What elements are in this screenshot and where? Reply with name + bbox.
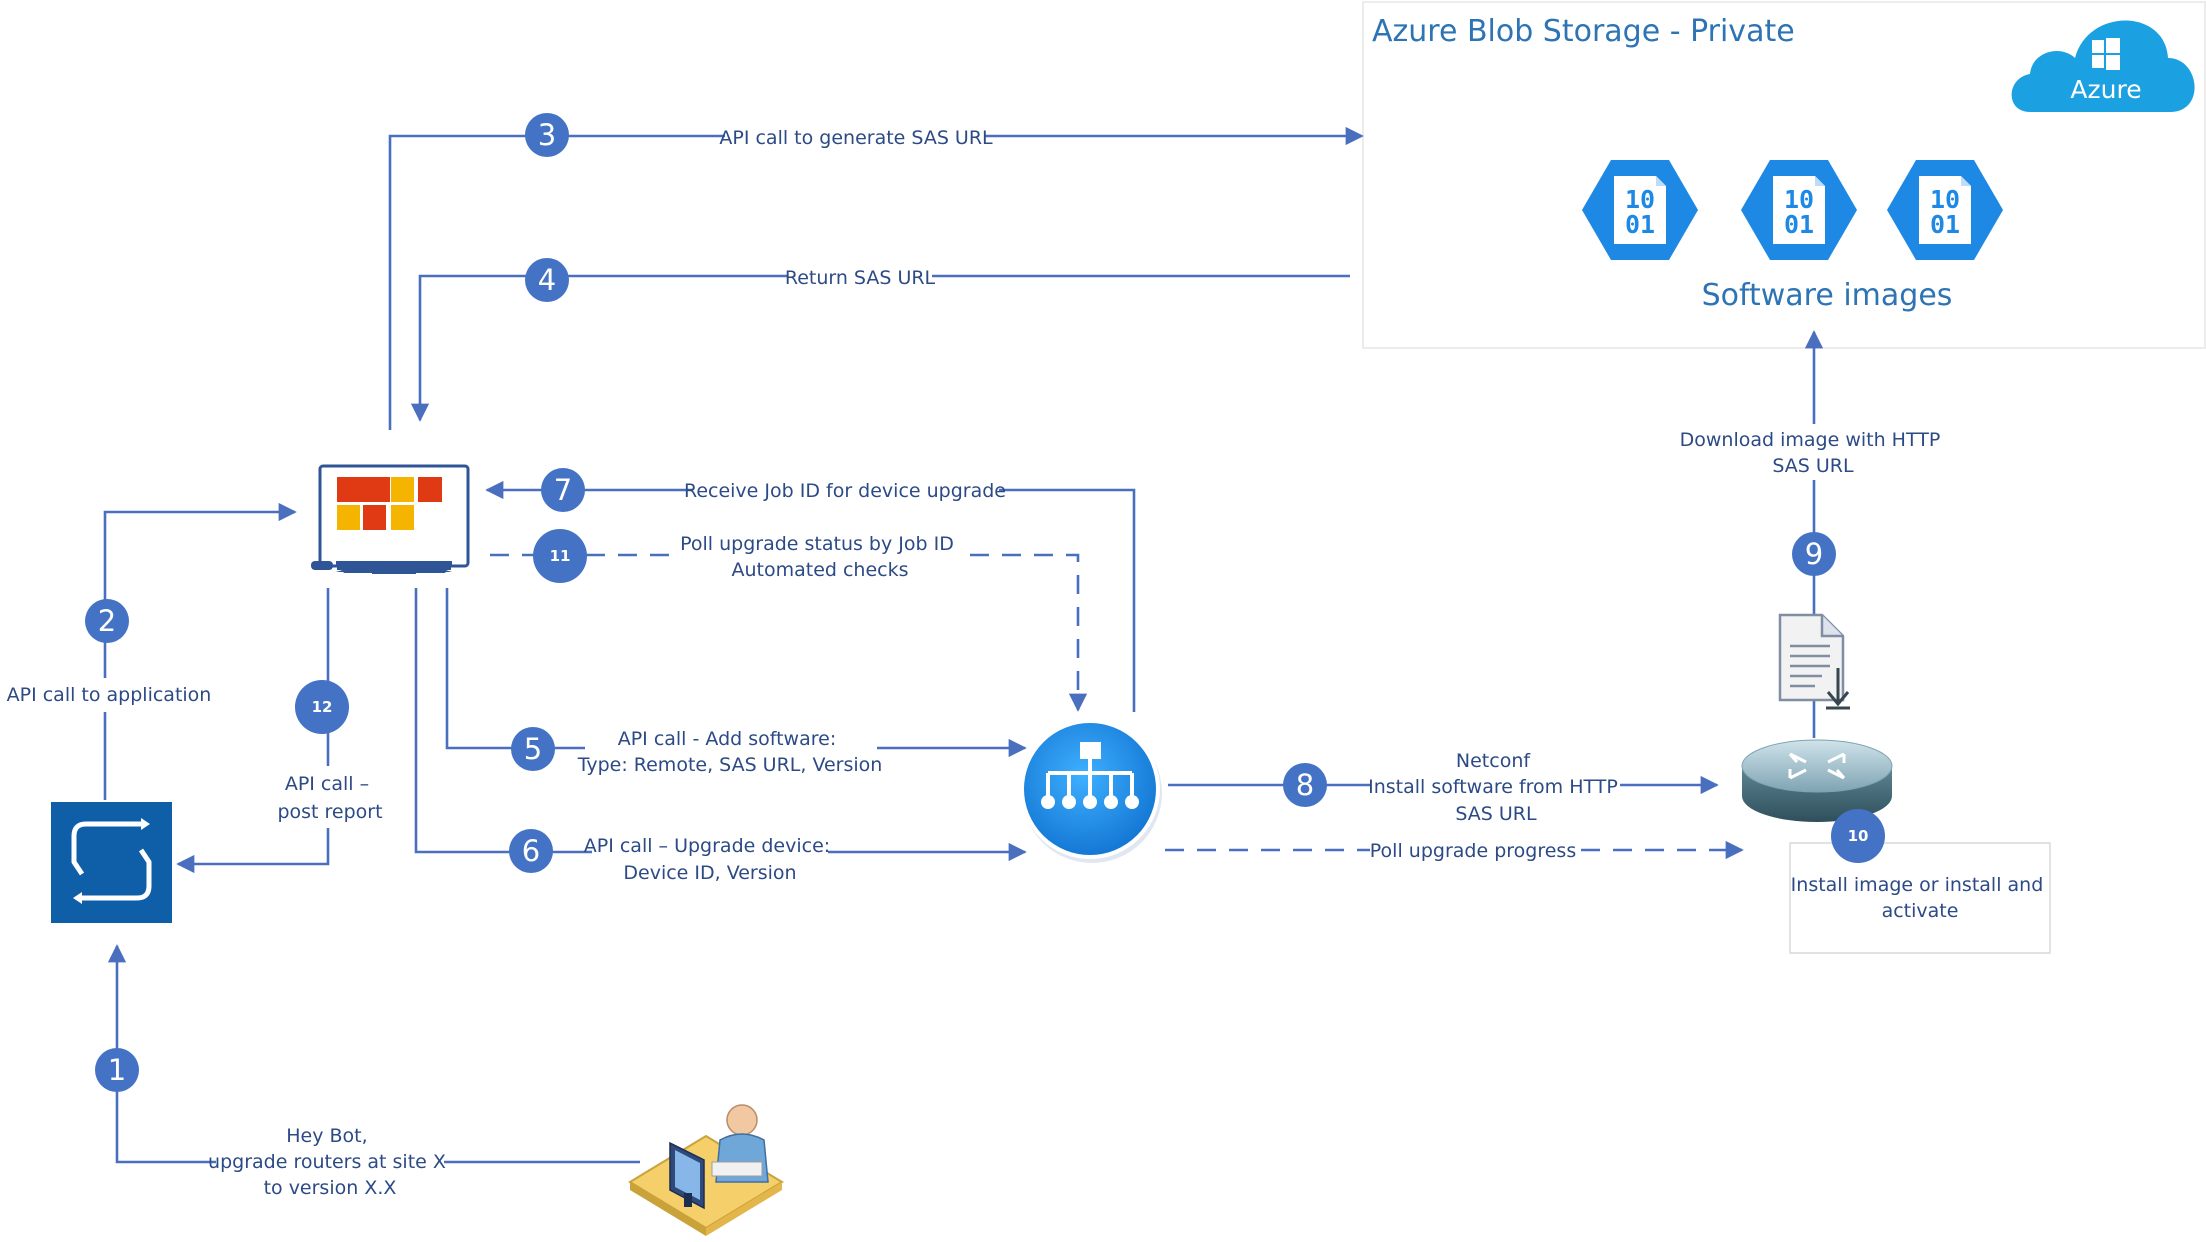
step-7-marker: 7 [541, 468, 585, 512]
windows-logo-icon [2092, 38, 2120, 70]
connector-step-4 [410, 274, 1350, 422]
binary-file-icon: 10 01 [1741, 160, 1857, 260]
binary-text-top: 10 [1930, 185, 1960, 214]
binary-text-top: 10 [1784, 185, 1814, 214]
svg-text:11: 11 [550, 547, 571, 565]
step-9-marker: 9 [1792, 532, 1836, 576]
step-10-label: Install image or install and activate [1791, 874, 2050, 922]
connector-step-2 [103, 502, 297, 800]
svg-text:3: 3 [538, 118, 556, 152]
binary-text-bottom: 01 [1784, 210, 1814, 239]
router-icon [1741, 739, 1893, 822]
step-7-label: Receive Job ID for device upgrade [684, 480, 1006, 502]
step-3-marker: 3 [525, 113, 569, 157]
svg-text:6: 6 [522, 834, 540, 868]
svg-text:8: 8 [1296, 768, 1314, 802]
step-12-label: API call – post report [277, 773, 382, 823]
step-9-label: Download image with HTTP SAS URL [1680, 429, 1947, 477]
step-4-label: Return SAS URL [785, 267, 936, 289]
azure-cloud-icon: Azure [2011, 20, 2195, 112]
svg-text:5: 5 [524, 732, 542, 766]
step-8-label: Netconf Install software from HTTP SAS U… [1368, 750, 1624, 825]
step-6-marker: 6 [509, 829, 553, 873]
svg-text:4: 4 [538, 263, 556, 297]
connector-step-12 [176, 588, 330, 874]
step-11-marker: 11 [533, 529, 587, 583]
svg-text:12: 12 [312, 698, 333, 716]
step-1-label: Hey Bot, upgrade routers at site X to ve… [208, 1125, 452, 1199]
binary-text-top: 10 [1625, 185, 1655, 214]
step-1-marker: 1 [95, 1048, 139, 1092]
connector-step-6 [414, 588, 1027, 862]
step-10-marker: 10 [1831, 809, 1885, 863]
azure-box-title: Azure Blob Storage - Private [1372, 14, 1795, 49]
binary-text-bottom: 01 [1930, 210, 1960, 239]
step-12-marker: 12 [295, 680, 349, 734]
step-2-label: API call to application [7, 684, 212, 706]
svg-text:10: 10 [1848, 827, 1869, 845]
user-workstation-icon [628, 1104, 784, 1236]
binary-text-bottom: 01 [1625, 210, 1655, 239]
binary-file-icon: 10 01 [1582, 160, 1698, 260]
connector-step-7 [485, 480, 1136, 712]
step-8-marker: 8 [1283, 763, 1327, 807]
step-markers: 1 2 3 4 5 6 7 8 [85, 113, 1885, 1092]
step-5-marker: 5 [511, 727, 555, 771]
step-11-label: Poll upgrade status by Job ID Automated … [680, 533, 960, 581]
step-3-label: API call to generate SAS URL [719, 127, 993, 149]
step-4-marker: 4 [525, 258, 569, 302]
azure-blob-storage-box: Azure Blob Storage - Private Azure 10 01… [1362, 1, 2206, 349]
step-10-box: Install image or install and activate [1789, 842, 2051, 954]
svg-text:9: 9 [1805, 537, 1823, 571]
flow-labels: Hey Bot, upgrade routers at site X to ve… [7, 124, 1948, 1200]
step-6-label: API call – Upgrade device: Device ID, Ve… [584, 835, 836, 884]
software-images-label: Software images [1702, 278, 1953, 313]
svg-text:2: 2 [98, 604, 116, 638]
poll-progress-label: Poll upgrade progress [1370, 840, 1576, 862]
svg-text:1: 1 [108, 1053, 126, 1087]
sdn-controller-icon [1020, 719, 1162, 863]
download-file-icon [1778, 613, 1850, 710]
connector-step-1 [107, 944, 640, 1164]
azure-cloud-label: Azure [2070, 75, 2141, 104]
connector-step-3 [388, 126, 1364, 430]
binary-file-icon: 10 01 [1887, 160, 2003, 260]
monitor-app-icon [311, 464, 470, 574]
svg-text:7: 7 [554, 473, 572, 507]
bot-service-icon [51, 802, 172, 923]
step-2-marker: 2 [85, 599, 129, 643]
step-5-label: API call - Add software: Type: Remote, S… [577, 728, 883, 776]
